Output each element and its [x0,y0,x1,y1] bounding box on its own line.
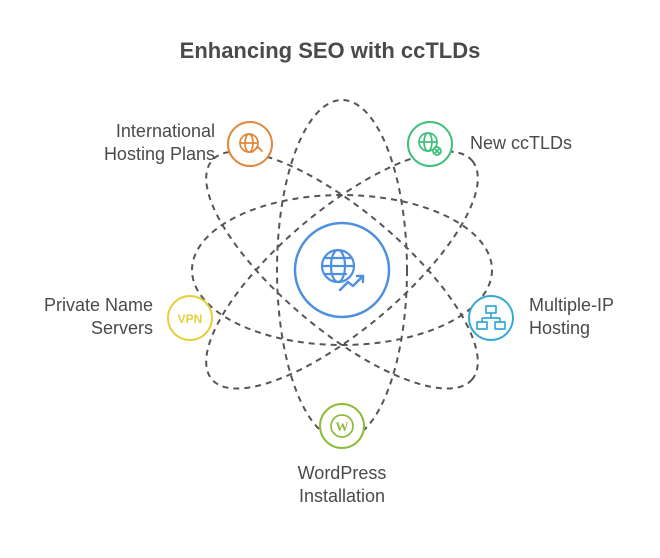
label-line: New ccTLDs [470,133,573,153]
wordpress-icon: W [336,419,349,434]
label-wordpress-installation: WordPress Installation [252,462,432,508]
label-new-cctlds: New ccTLDs [470,132,640,155]
label-line: International [115,121,215,141]
label-line: Installation [298,486,386,506]
node-international-hosting [227,121,273,167]
label-line: WordPress [297,463,387,483]
node-wordpress-installation: W [319,403,365,449]
vpn-icon: VPN [178,312,203,326]
label-line: Hosting [529,318,591,338]
wordpress-ring [330,414,354,438]
node-private-name-servers: VPN [167,295,213,341]
orbit-diagonal-a [205,150,479,390]
label-line: Private Name [43,295,153,315]
label-international-hosting: International Hosting Plans [60,120,215,166]
orbit-diagonal-b [205,150,479,390]
network-icon [476,305,506,330]
label-line: Hosting Plans [103,144,215,164]
orbit-ellipses [191,99,493,441]
center-hub [293,221,391,319]
label-multiple-ip-hosting: Multiple-IP Hosting [529,294,654,340]
globe-trend-icon [320,248,365,292]
node-multiple-ip-hosting [468,295,514,341]
label-line: Servers [90,318,153,338]
diagram-title: Enhancing SEO with ccTLDs [179,38,481,63]
node-new-cctlds [407,121,453,167]
orbit-vertical [276,99,408,441]
globe-x-icon [418,132,442,156]
label-private-name-servers: Private Name Servers [0,294,153,340]
label-line: Multiple-IP [529,295,615,315]
globe-arrow-icon [239,133,263,153]
